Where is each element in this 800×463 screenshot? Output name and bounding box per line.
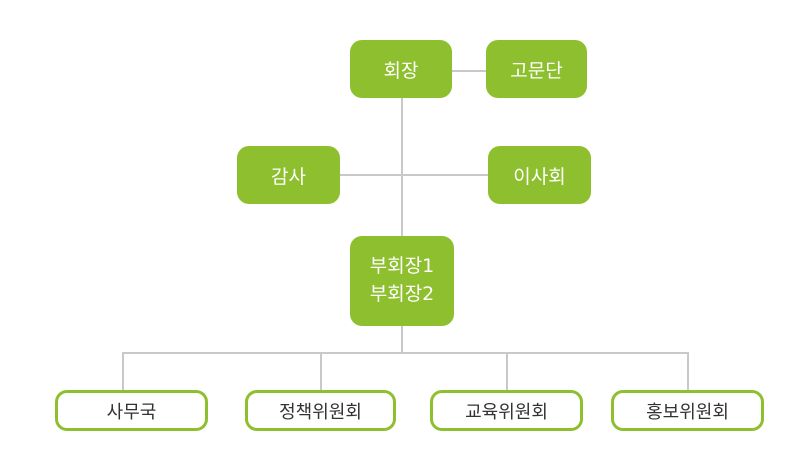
department-label: 정책위원회 bbox=[279, 401, 362, 423]
connector-departments-horizontal bbox=[122, 352, 689, 354]
advisory-board-node: 고문단 bbox=[486, 40, 587, 98]
connector-dept-3 bbox=[506, 352, 508, 390]
board-of-directors-label: 이사회 bbox=[513, 165, 566, 188]
vice-president-2-label: 부회장2 bbox=[369, 283, 435, 305]
connector-dept-1 bbox=[122, 352, 124, 390]
department-label: 사무국 bbox=[106, 401, 157, 423]
department-label: 홍보위원회 bbox=[646, 401, 729, 423]
vice-president-1-label: 부회장1 bbox=[369, 255, 435, 278]
board-of-directors-node: 이사회 bbox=[488, 146, 591, 204]
advisory-board-label: 고문단 bbox=[510, 59, 563, 82]
department-label: 교육위원회 bbox=[465, 401, 548, 423]
auditor-node: 감사 bbox=[237, 146, 340, 204]
department-node-publicity: 홍보위원회 bbox=[611, 390, 764, 431]
connector-auditor-board bbox=[340, 174, 488, 176]
connector-dept-4 bbox=[687, 352, 689, 390]
auditor-label: 감사 bbox=[271, 165, 306, 188]
president-label: 회장 bbox=[383, 59, 419, 82]
vice-presidents-list: 부회장1 부회장2 bbox=[370, 253, 435, 308]
department-node-education: 교육위원회 bbox=[430, 390, 583, 431]
connector-vp-down bbox=[401, 326, 403, 353]
connector-main-vertical bbox=[401, 98, 403, 236]
department-node-secretariat: 사무국 bbox=[55, 390, 208, 431]
connector-president-advisory bbox=[452, 70, 486, 72]
president-node: 회장 bbox=[350, 40, 452, 98]
connector-dept-2 bbox=[320, 352, 322, 390]
department-node-policy: 정책위원회 bbox=[245, 390, 396, 431]
vice-presidents-node: 부회장1 부회장2 bbox=[350, 236, 454, 326]
